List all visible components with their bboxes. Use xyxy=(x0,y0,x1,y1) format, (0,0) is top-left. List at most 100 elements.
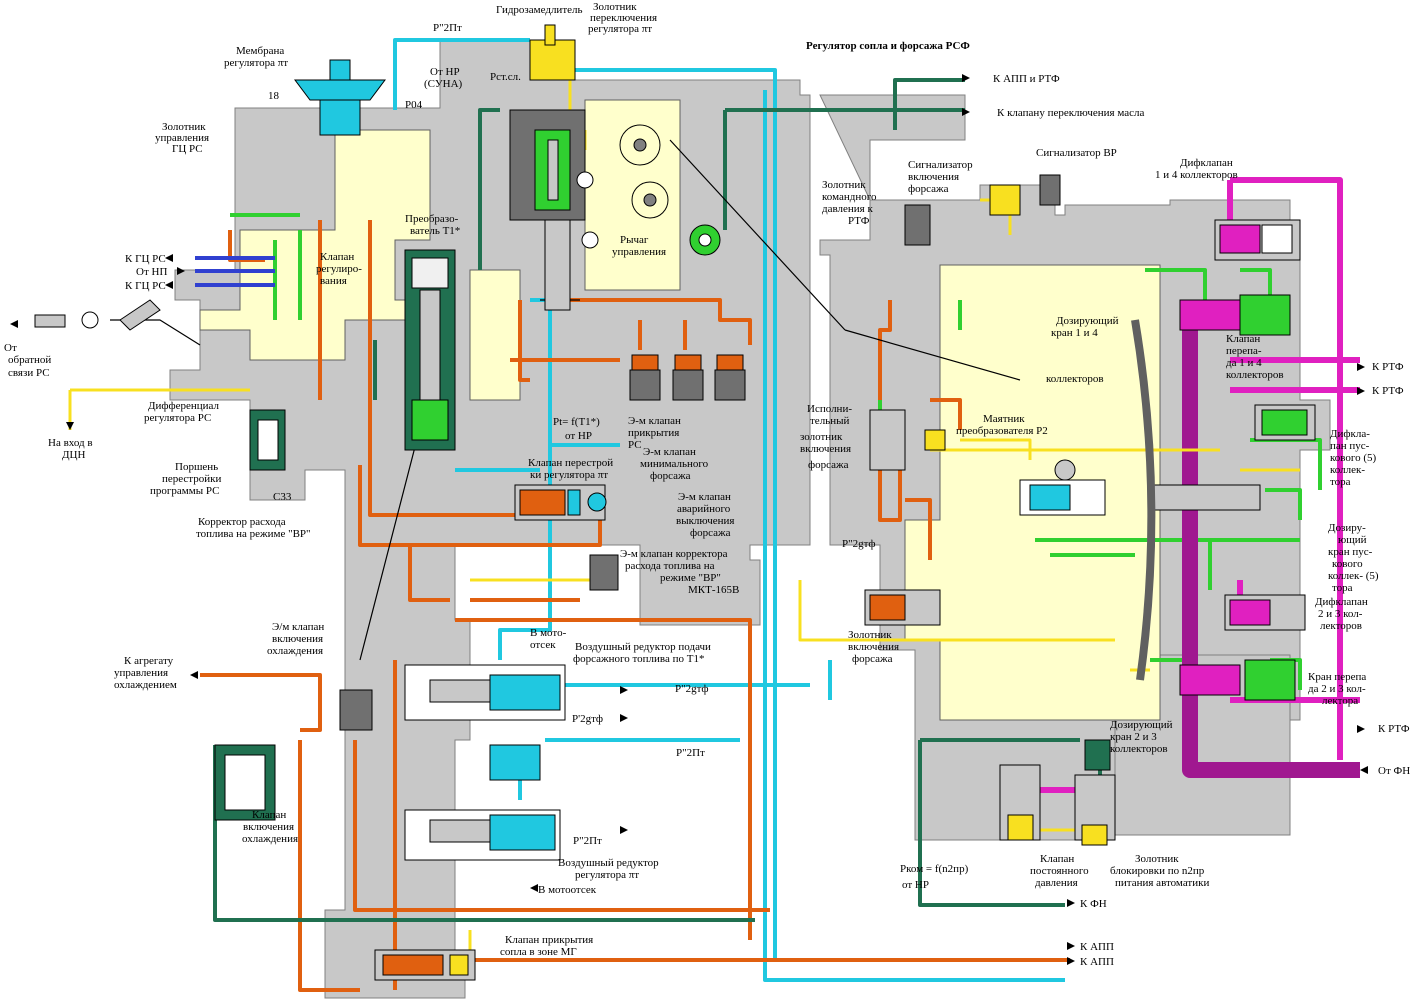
label-ispoln-5: форсажа xyxy=(808,459,849,471)
label-zolotnik-perekl-3: регулятора πт xyxy=(588,23,652,35)
label-k-app-1: К АПП xyxy=(1080,941,1114,953)
label-klapan-post-2: постоянного xyxy=(1030,865,1089,877)
cyan-air-lines xyxy=(393,38,1065,982)
label-na-vhod-2: ДЦН xyxy=(62,449,85,461)
components xyxy=(34,24,1316,981)
label-p2gtf-r: P"2gтф xyxy=(842,538,876,550)
label-doz14-1: Дозирующий xyxy=(1056,315,1119,327)
label-difkl23-1: Дифклапан xyxy=(1315,596,1368,608)
yellow-lines xyxy=(68,80,1300,975)
label-klapan-perepada-2: перепа- xyxy=(1226,345,1262,357)
label-ispoln-1: Исполни- xyxy=(807,403,852,415)
label-p2gtf-b: P'2gтф xyxy=(572,713,603,725)
label-em-prikr-1: Э-м клапан xyxy=(628,415,681,427)
label-klapan-perestr-2: ки регулятора πт xyxy=(530,469,608,481)
label-k-app-rtf: К АПП и РТФ xyxy=(993,73,1060,85)
label-p-kom-1: Pком = f(n2пр) xyxy=(900,863,969,875)
label-v-moto-2: отсек xyxy=(530,639,556,651)
diff-valve-start xyxy=(1254,404,1316,441)
label-klapan-reg-1: Клапан xyxy=(320,251,354,263)
blue-lines xyxy=(195,256,275,287)
nozzle-mg-valve xyxy=(374,949,476,981)
label-k-app-2: К АПП xyxy=(1080,956,1114,968)
label-p04: P04 xyxy=(405,99,423,111)
label-em-min-3: форсажа xyxy=(650,470,691,482)
afterburner-indicator xyxy=(904,174,1061,246)
label-rychag-1: Рычаг xyxy=(620,234,649,246)
afterburner-switch-spool xyxy=(864,589,941,626)
label-k-fn: К ФН xyxy=(1080,898,1107,910)
label-zol-kom-4: РТФ xyxy=(848,215,870,227)
label-em-korr-1: Э-м клапан корректора xyxy=(620,548,728,560)
executive-spool xyxy=(869,409,946,471)
label-gidrozamedlitel: Гидрозамедлитель xyxy=(496,4,583,16)
afterburner-air-reducer xyxy=(404,664,566,721)
label-p2pt-top: P"2Пт xyxy=(433,22,462,34)
label-klapan-perepada-4: коллекторов xyxy=(1226,369,1284,381)
label-doz23-2: кран 2 и 3 xyxy=(1110,731,1157,743)
label-p2pt-mid: P"2Пт xyxy=(676,747,705,759)
labels-left: Гидрозамедлитель Золотник переключения р… xyxy=(4,1,739,958)
label-na-vhod-1: На вход в xyxy=(48,437,93,449)
label-zol-kom-1: Золотник xyxy=(822,179,866,191)
label-p-st-sl: Pст.сл. xyxy=(490,71,521,83)
label-p2pt-low: P"2Пт xyxy=(573,835,602,847)
label-klapan-vkl-ohl-3: охлаждения xyxy=(242,833,298,845)
label-pt-f-2: от НР xyxy=(565,430,592,442)
feedback-linkage xyxy=(34,299,161,331)
label-k-agregatu-2: управления xyxy=(114,667,168,679)
label-ot-fn: От ФН xyxy=(1378,765,1410,777)
label-em-korr-3: режиме "ВР" xyxy=(660,572,721,584)
label-mayatnik-1: Маятник xyxy=(983,413,1025,425)
label-kran-perepada-2: да 2 и 3 кол- xyxy=(1308,683,1366,695)
label-zolotnik-perekl-2: переключения xyxy=(590,12,657,24)
label-difkl-pusk-4: коллек- xyxy=(1330,464,1365,476)
label-doz14-2: кран 1 и 4 xyxy=(1051,327,1098,339)
pi-t-air-reducer xyxy=(404,744,561,861)
label-zol-vkl-fors-2: включения xyxy=(848,641,899,653)
label-zol-blok-2: блокировки по n2пр xyxy=(1110,865,1205,877)
label-em-min-2: минимального xyxy=(640,458,709,470)
const-pressure-valve xyxy=(999,764,1041,841)
label-klapan-prikr-mg-2: сопла в зоне МГ xyxy=(500,946,577,958)
label-signal-fors-2: включения xyxy=(908,171,959,183)
label-preobraz-1: Преобразо- xyxy=(405,213,459,225)
label-vozd-forsazh-2: форсажного топлива по T1* xyxy=(573,653,704,665)
label-em-ohl-2: включения xyxy=(272,633,323,645)
label-signal-fors-3: форсажа xyxy=(908,183,949,195)
label-porshen-3: программы РС xyxy=(150,485,219,497)
label-zol-upr-gc-2: управления xyxy=(155,132,209,144)
label-zol-upr-gc-3: ГЦ РС xyxy=(172,143,203,155)
label-em-avar-1: Э-м клапан xyxy=(678,491,731,503)
label-rychag-2: управления xyxy=(612,246,666,258)
purple-main-line xyxy=(1182,330,1360,778)
label-em-avar-2: аварийного xyxy=(677,503,731,515)
program-piston xyxy=(249,409,286,471)
central-spool xyxy=(509,109,586,311)
label-membrana-1: Мембрана xyxy=(236,45,284,57)
label-zol-blok-3: питания автоматики xyxy=(1115,877,1209,889)
label-difkl-pusk-3: кового (5) xyxy=(1330,452,1377,464)
label-ot-nr-1: От НР xyxy=(430,66,460,78)
t1-converter xyxy=(404,249,456,451)
label-difkl14-1: Дифклапан xyxy=(1180,157,1233,169)
label-doz-pusk-3: кран пус- xyxy=(1328,546,1373,558)
orange-fuel-lines xyxy=(200,220,1070,992)
vr-corrector-solenoid xyxy=(589,554,619,591)
label-klapan-post-3: давления xyxy=(1035,877,1078,889)
label-ot-np: От НП xyxy=(136,266,167,278)
label-difkl-pusk-1: Дифкла- xyxy=(1330,428,1370,440)
label-em-korr-2: расхода топлива на xyxy=(625,560,715,572)
label-difkl14-2: 1 и 4 коллекторов xyxy=(1155,169,1238,181)
label-ot-obratnoy-3: связи РС xyxy=(8,367,50,379)
label-zol-upr-gc-1: Золотник xyxy=(162,121,206,133)
pressure-drop-valve-2-3 xyxy=(1179,659,1296,701)
label-pt-f-1: Pt= f(T1*) xyxy=(553,416,600,428)
label-zol-kom-2: командного xyxy=(822,191,877,203)
label-zolotnik-perekl-1: Золотник xyxy=(593,1,637,13)
label-doz-pusk-1: Дозиру- xyxy=(1328,522,1366,534)
p2-pendulum xyxy=(1019,459,1106,516)
solenoid-valves xyxy=(629,354,746,401)
label-klapan-reg-3: вания xyxy=(320,275,347,287)
label-korrektor-1: Корректор расхода xyxy=(198,516,286,528)
